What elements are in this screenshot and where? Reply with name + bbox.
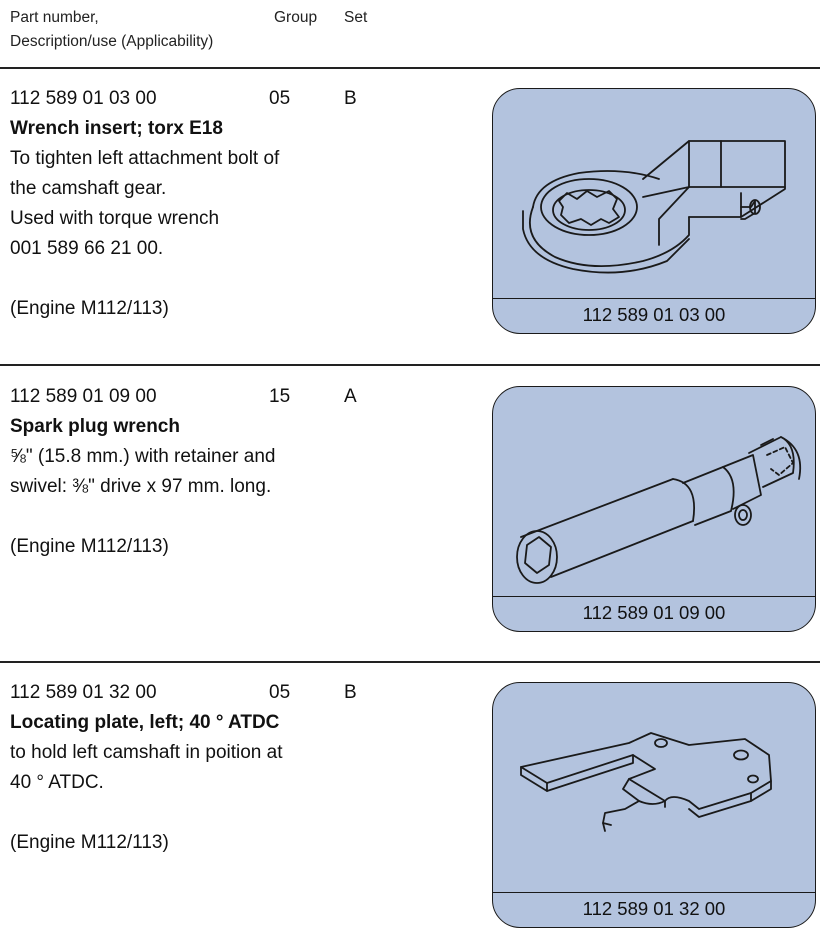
tool-title: Wrench insert; torx E18: [10, 118, 223, 139]
applicability: (Engine M112/113): [10, 832, 169, 853]
header-set-label: Set: [344, 9, 368, 26]
divider: [0, 67, 820, 69]
description-line: 40 ° ATDC.: [10, 772, 104, 793]
entry-text: 112 589 01 32 00 05 B Locating plate, le…: [10, 678, 357, 858]
entry-text: 112 589 01 09 00 15 A Spark plug wrench …: [10, 382, 357, 562]
set-value: B: [344, 88, 357, 109]
tool-image-card: 112 589 01 32 00: [492, 682, 816, 928]
description-line: to hold left camshaft in poition at: [10, 742, 283, 763]
header-part-number-label: Part number,: [10, 9, 99, 26]
group-value: 05: [269, 88, 291, 109]
locating-plate-drawing: [520, 732, 772, 832]
applicability: (Engine M112/113): [10, 298, 169, 319]
tool-image-card: 112 589 01 09 00: [492, 386, 816, 632]
wrench-insert-drawing: [522, 140, 786, 274]
divider: [0, 364, 820, 366]
header-description-label: Description/use (Applicability): [10, 33, 214, 50]
tool-title: Spark plug wrench: [10, 416, 180, 437]
spark-plug-wrench-drawing: [516, 436, 802, 584]
set-value: A: [344, 386, 357, 407]
set-value: B: [344, 682, 357, 703]
description-line: ⅝" (15.8 mm.) with retainer and: [10, 446, 276, 467]
entry-text: 112 589 01 03 00 05 B Wrench insert; tor…: [10, 84, 357, 324]
part-number: 112 589 01 03 00: [10, 88, 157, 109]
image-caption: 112 589 01 09 00: [493, 596, 815, 631]
table-header: Part number, Description/use (Applicabil…: [10, 6, 820, 58]
tool-image-card: 112 589 01 03 00: [492, 88, 816, 334]
part-number: 112 589 01 09 00: [10, 386, 157, 407]
group-value: 15: [269, 386, 291, 407]
tool-title: Locating plate, left; 40 ° ATDC: [10, 712, 280, 733]
description-line: the camshaft gear.: [10, 178, 167, 199]
header-part-description: Part number, Description/use (Applicabil…: [10, 6, 213, 54]
header-group-label: Group: [274, 9, 318, 26]
group-value: 05: [269, 682, 291, 703]
description-line: To tighten left attachment bolt of: [10, 148, 280, 169]
description-line: Used with torque wrench: [10, 208, 220, 229]
part-number: 112 589 01 32 00: [10, 682, 157, 703]
image-caption: 112 589 01 03 00: [493, 298, 815, 333]
image-caption: 112 589 01 32 00: [493, 892, 815, 927]
divider: [0, 661, 820, 663]
description-line: swivel: ⅜" drive x 97 mm. long.: [10, 476, 272, 497]
description-line: 001 589 66 21 00.: [10, 238, 164, 259]
applicability: (Engine M112/113): [10, 536, 169, 557]
